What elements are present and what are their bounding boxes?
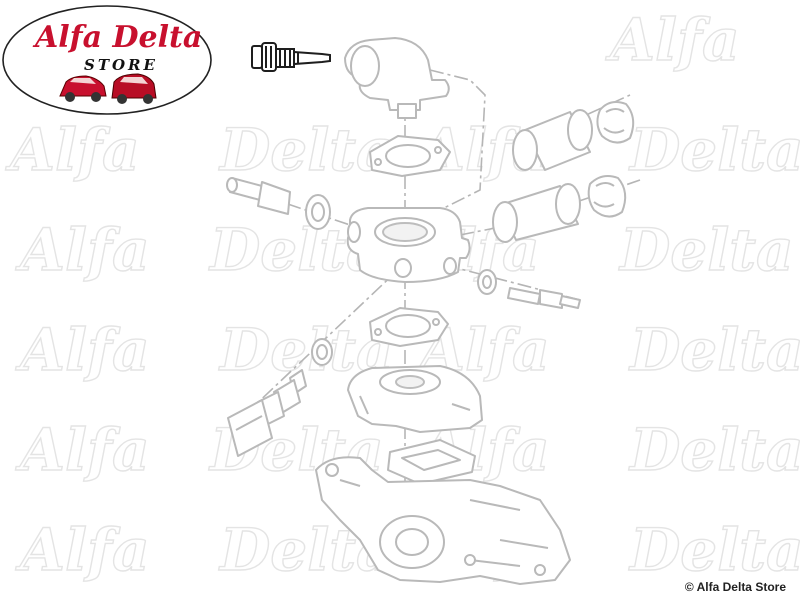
lower-sensor	[227, 369, 307, 457]
temperature-sender-icon[interactable]	[251, 42, 331, 72]
thermostat-body	[346, 207, 471, 283]
watermark-word: Delta	[218, 116, 394, 184]
car-icon	[111, 73, 157, 104]
pump-gasket	[387, 439, 476, 485]
copyright-notice: © Alfa Delta Store	[684, 580, 786, 594]
small-washer	[311, 338, 333, 366]
watermark-word: Delta	[628, 316, 800, 384]
middle-gasket	[369, 307, 449, 347]
lower-hose	[492, 175, 627, 243]
right-sender	[477, 269, 581, 309]
thermostat-elbow	[344, 37, 450, 119]
upper-hose	[512, 101, 635, 171]
logo-brand: Alfa Delta	[32, 20, 202, 55]
water-pump	[315, 456, 571, 585]
watermark-word: Alfa	[15, 316, 150, 384]
watermark-word: Delta	[218, 316, 394, 384]
upper-gasket	[369, 135, 451, 177]
lower-housing	[347, 365, 483, 433]
watermark-word: Delta	[218, 516, 394, 584]
watermark-word: Alfa	[15, 516, 150, 584]
logo-tagline: STORE	[84, 56, 158, 74]
watermark-word: Alfa	[15, 216, 150, 284]
pipe-guide	[239, 187, 366, 231]
upper-hose-guide	[429, 69, 486, 216]
sender-guide	[444, 264, 581, 301]
watermark-word: Delta	[628, 516, 800, 584]
watermark-word: Delta	[628, 116, 800, 184]
store-logo: Alfa Delta STORE	[2, 5, 212, 115]
watermark-word: Alfa	[15, 416, 150, 484]
watermark-word: Alfa	[5, 116, 140, 184]
left-pipe	[226, 177, 331, 230]
watermark-word: Alfa	[605, 6, 740, 74]
watermark-word: Delta	[628, 416, 800, 484]
car-icon	[59, 75, 107, 102]
watermark-word: Delta	[618, 216, 794, 284]
